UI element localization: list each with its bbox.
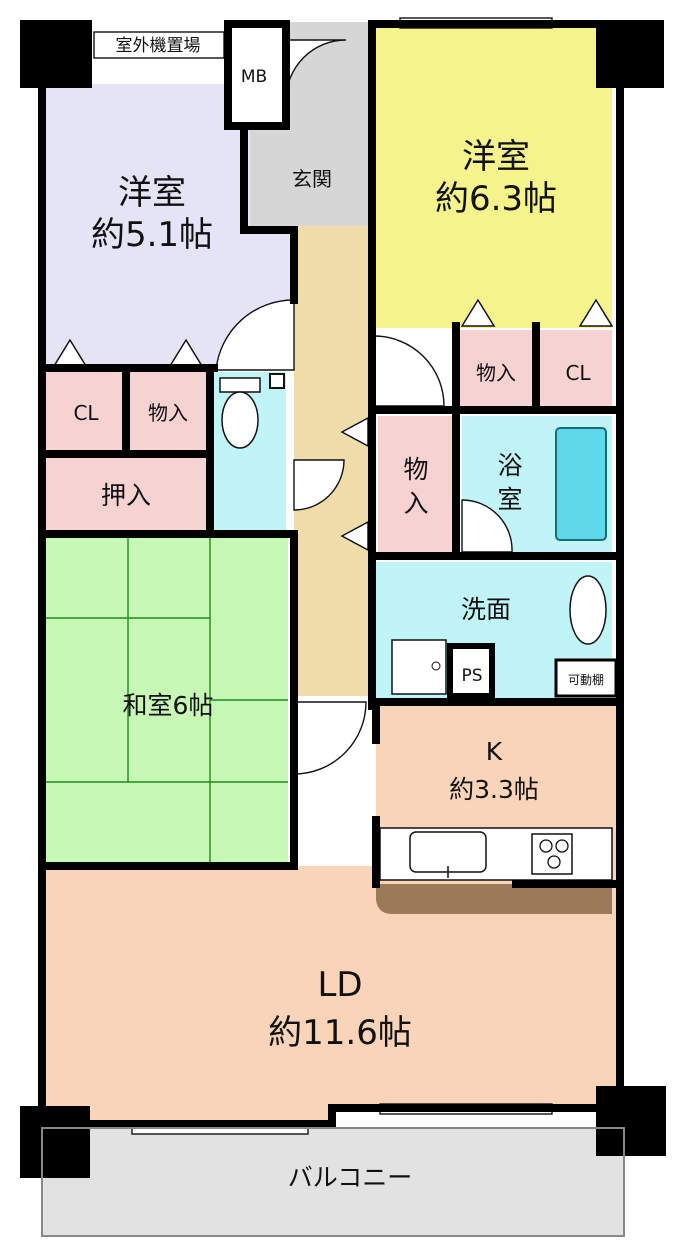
- cl-a-label: CL: [73, 401, 99, 425]
- washing-machine: [391, 639, 447, 695]
- western-a-size: 約5.1帖: [91, 215, 213, 255]
- entrance-upper-area: [286, 22, 372, 130]
- storage-c-area: [378, 416, 454, 552]
- counter-area: [376, 884, 612, 914]
- drain-icon: [431, 661, 441, 671]
- western-b-label: 洋室: [462, 137, 530, 177]
- western-a-label: 洋室: [118, 173, 186, 213]
- door-swings: [215, 39, 513, 775]
- cl-b-label: CL: [565, 361, 591, 385]
- burner-icon: [539, 839, 553, 853]
- toilet-tank: [219, 377, 261, 393]
- bathtub: [555, 427, 607, 541]
- japanese-room-label: 和室6帖: [123, 691, 214, 720]
- tatami-lines: [46, 538, 288, 862]
- toilet-bowl: [221, 391, 259, 449]
- movable-shelf-label: 可動棚: [568, 672, 604, 687]
- movable-shelf-box: [554, 658, 618, 698]
- walls: [38, 20, 624, 1128]
- closet-markers: [52, 298, 614, 552]
- burner-icon: [547, 855, 561, 869]
- outdoor-unit-label: 室外機置場: [116, 36, 201, 56]
- storage-c-label-2: 入: [403, 489, 428, 518]
- ld-label: LD: [317, 965, 362, 1005]
- western-b-area: [376, 28, 612, 328]
- kitchen-label: K: [486, 737, 503, 766]
- balcony-area: [42, 1128, 624, 1236]
- entrance-area: [250, 130, 370, 226]
- storage-b-area: [456, 330, 532, 408]
- balcony-outline: [41, 1127, 625, 1237]
- western-b-size: 約6.3帖: [435, 179, 557, 219]
- toilet-shaft: [269, 373, 285, 389]
- western-a-area: [46, 84, 246, 370]
- burner-icon: [555, 839, 569, 853]
- ld-size: 約11.6帖: [268, 1013, 412, 1053]
- bath-label-2: 室: [497, 485, 522, 514]
- ps-box: [447, 643, 495, 699]
- storage-b-label: 物入: [476, 361, 516, 385]
- bath-label-1: 浴: [497, 451, 522, 480]
- oshiire-label: 押入: [101, 481, 151, 510]
- washroom-label: 洗面: [461, 595, 511, 624]
- balcony-label: バルコニー: [288, 1163, 413, 1192]
- mb-box: [224, 20, 290, 130]
- kitchen-size: 約3.3帖: [449, 775, 539, 804]
- storage-a-area: [130, 372, 206, 450]
- entrance-label: 玄関: [292, 167, 332, 191]
- storage-c-label-1: 物: [403, 455, 428, 484]
- cl-b-area: [540, 330, 612, 408]
- cl-a-area: [46, 372, 124, 450]
- mb-label: MB: [241, 67, 267, 87]
- wash-basin: [569, 575, 607, 645]
- oshiire-area: [46, 458, 206, 530]
- columns: [20, 20, 666, 1178]
- storage-a-label: 物入: [148, 401, 188, 425]
- ps-label: PS: [461, 666, 482, 686]
- ld-area: [46, 866, 616, 1120]
